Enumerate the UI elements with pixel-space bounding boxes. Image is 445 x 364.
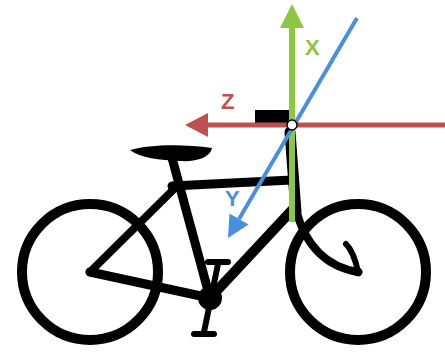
chain-stay — [90, 272, 210, 298]
axis-label: Y — [225, 188, 240, 210]
front-hub — [354, 268, 362, 276]
y-arrowhead — [228, 214, 249, 239]
saddle — [130, 145, 212, 161]
pedal — [194, 331, 214, 337]
pedal — [208, 259, 228, 265]
rear-hub — [86, 268, 94, 276]
seat-tube — [172, 158, 210, 298]
x-arrowhead — [280, 4, 304, 28]
bicycle — [22, 132, 426, 340]
crank — [204, 264, 218, 332]
y-axis-line — [239, 18, 357, 219]
axis-label: X — [305, 37, 320, 59]
handlebar — [255, 110, 289, 123]
seat-stay — [90, 185, 178, 272]
z-arrowhead — [185, 113, 208, 137]
y-axis — [228, 18, 357, 238]
fork-end — [346, 244, 358, 272]
fork — [296, 210, 358, 272]
z-axis — [185, 113, 445, 137]
z-axis-line — [205, 123, 445, 128]
front-wheel — [290, 204, 426, 340]
down-tube — [210, 208, 294, 298]
top-tube — [172, 180, 292, 186]
axis-label: Z — [221, 91, 234, 113]
origin-point — [287, 120, 297, 130]
